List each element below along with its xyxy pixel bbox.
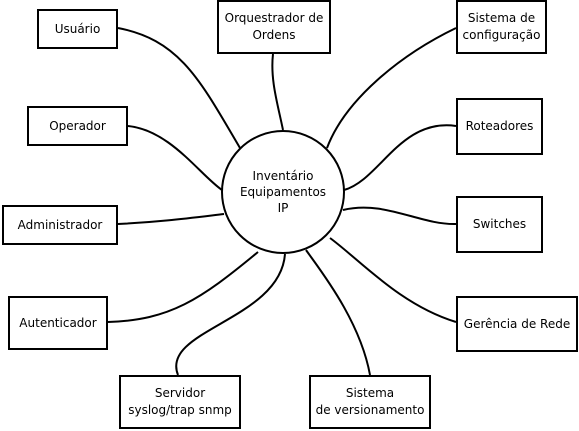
node-sistema-configuracao: Sistema de configuração <box>456 0 547 54</box>
node-gerencia-rede: Gerência de Rede <box>456 296 578 352</box>
hub-inventario: Inventário Equipamentos IP <box>221 130 345 254</box>
link-sistema-versionamento <box>305 249 371 376</box>
link-autenticador <box>107 251 259 323</box>
node-autenticador: Autenticador <box>8 296 108 350</box>
link-sistema-configuracao <box>326 27 457 149</box>
node-servidor-syslog: Servidor syslog/trap snmp <box>119 375 241 429</box>
node-administrador: Administrador <box>2 205 118 245</box>
node-roteadores: Roteadores <box>456 98 543 155</box>
link-roteadores <box>343 124 457 191</box>
node-usuario: Usuário <box>37 9 118 49</box>
link-administrador <box>117 213 225 225</box>
link-switches <box>342 206 457 226</box>
link-usuario <box>117 27 241 149</box>
link-servidor-syslog <box>175 253 286 376</box>
node-orquestrador: Orquestrador de Ordens <box>217 0 331 54</box>
node-sistema-versionamento: Sistema de versionamento <box>309 375 431 429</box>
link-gerencia-rede <box>329 237 457 323</box>
node-switches: Switches <box>456 196 543 253</box>
node-operador: Operador <box>27 106 128 146</box>
link-orquestrador <box>271 53 284 131</box>
link-operador <box>127 125 223 191</box>
